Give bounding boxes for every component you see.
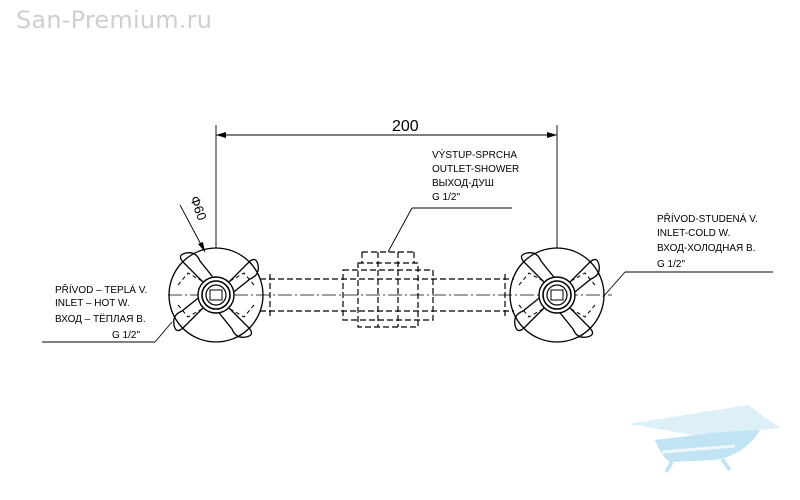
diameter-dimension: Φ60: [187, 194, 210, 222]
cold-inlet-label-2: INLET-COLD W.: [657, 228, 730, 239]
hot-inlet-label-1: PŘÍVOD – TEPLÁ V.: [55, 283, 147, 296]
cold-inlet-label-4: G 1/2": [657, 259, 685, 270]
cold-inlet-label-3: ВХОД-ХОЛОДНАЯ В.: [657, 243, 755, 254]
outlet-label-1: VÝSTUP-SPRCHA: [432, 148, 517, 161]
outlet-label-4: G 1/2": [432, 192, 460, 203]
hot-inlet-label-2: INLET – HOT W.: [55, 298, 130, 309]
bathtub-logo-icon: [628, 405, 780, 474]
hot-inlet-label-3: ВХОД – ТЁПЛАЯ В.: [55, 313, 146, 325]
cold-inlet-label-1: PŘÍVOD-STUDENÁ V.: [657, 212, 758, 225]
outlet-label-2: OUTLET-SHOWER: [432, 164, 519, 175]
hot-inlet-label-4: G 1/2": [112, 330, 140, 341]
width-dimension: 200: [392, 118, 419, 135]
watermark-text: San-Premium.ru: [16, 6, 213, 34]
outlet-label-3: ВЫХОД-ДУШ: [432, 178, 494, 189]
